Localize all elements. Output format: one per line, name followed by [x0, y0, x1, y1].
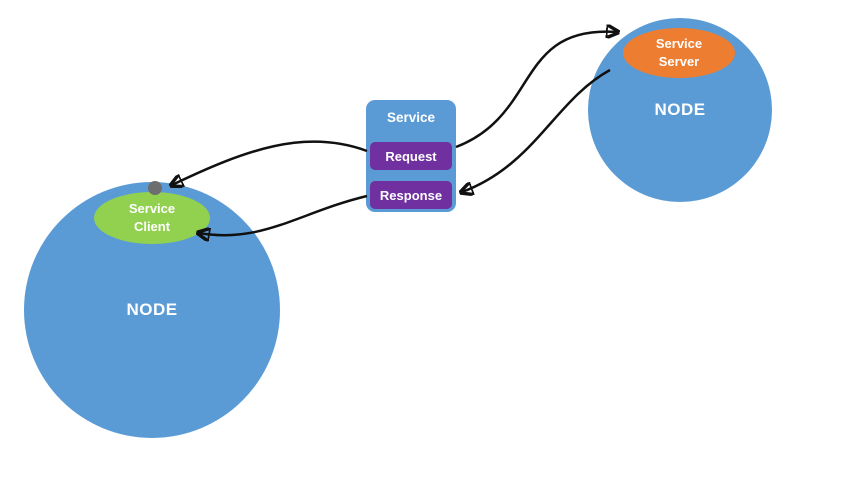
service-server-ellipse: Service Server: [623, 28, 735, 78]
arrow-server-to-response: [462, 68, 611, 192]
service-title: Service: [386, 110, 436, 125]
request-box: Request: [370, 142, 452, 170]
service-server-label-line1: Service: [655, 36, 703, 52]
response-box: Response: [370, 181, 452, 209]
right-node-label: NODE: [654, 100, 706, 119]
service-client-ellipse: Service Client: [94, 192, 210, 244]
service-container: Service Request Response: [366, 100, 456, 212]
request-label: Request: [385, 148, 437, 164]
service-client-label-line1: Service: [128, 201, 176, 217]
left-node-label: NODE: [126, 300, 178, 319]
service-client-label-line2: Client: [133, 219, 171, 234]
response-label: Response: [379, 187, 443, 203]
arrow-request-to-client-anchor: [172, 140, 368, 185]
service-server-label-line2: Server: [658, 54, 700, 69]
client-anchor-dot: [148, 181, 162, 195]
